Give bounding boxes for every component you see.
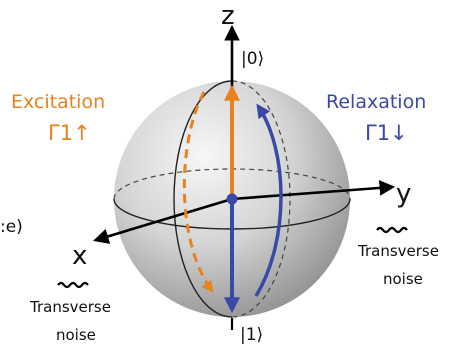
z-axis-label: z (221, 1, 235, 31)
excitation-label: Excitation (11, 91, 105, 113)
noise-right-line2: noise (383, 270, 423, 288)
noise-left-line2: noise (56, 326, 96, 344)
excitation-rate-label: Γ1↑ (48, 121, 91, 145)
meridian-front (173, 80, 233, 318)
cropped-text-fragment: :e) (0, 217, 23, 237)
y-axis-label: y (396, 179, 411, 209)
origin-dot (226, 193, 238, 205)
y-axis (231, 180, 396, 201)
meridian-back (231, 80, 291, 318)
noise-left-line1: Transverse (29, 298, 111, 316)
relaxation-path-arrow (254, 103, 283, 297)
relaxation-rate-label: Γ1↓ (365, 121, 408, 145)
ket-zero-label: |0⟩ (241, 49, 264, 69)
wavy-noise-icon (57, 281, 89, 289)
x-axis-label: x (72, 241, 87, 271)
x-axis (93, 197, 233, 244)
excitation-path-arrow (182, 91, 214, 293)
ket-one-label: |1⟩ (240, 325, 263, 345)
relaxation-label: Relaxation (326, 91, 426, 113)
wavy-noise-icon (376, 226, 408, 234)
noise-right-line1: Transverse (357, 242, 439, 260)
